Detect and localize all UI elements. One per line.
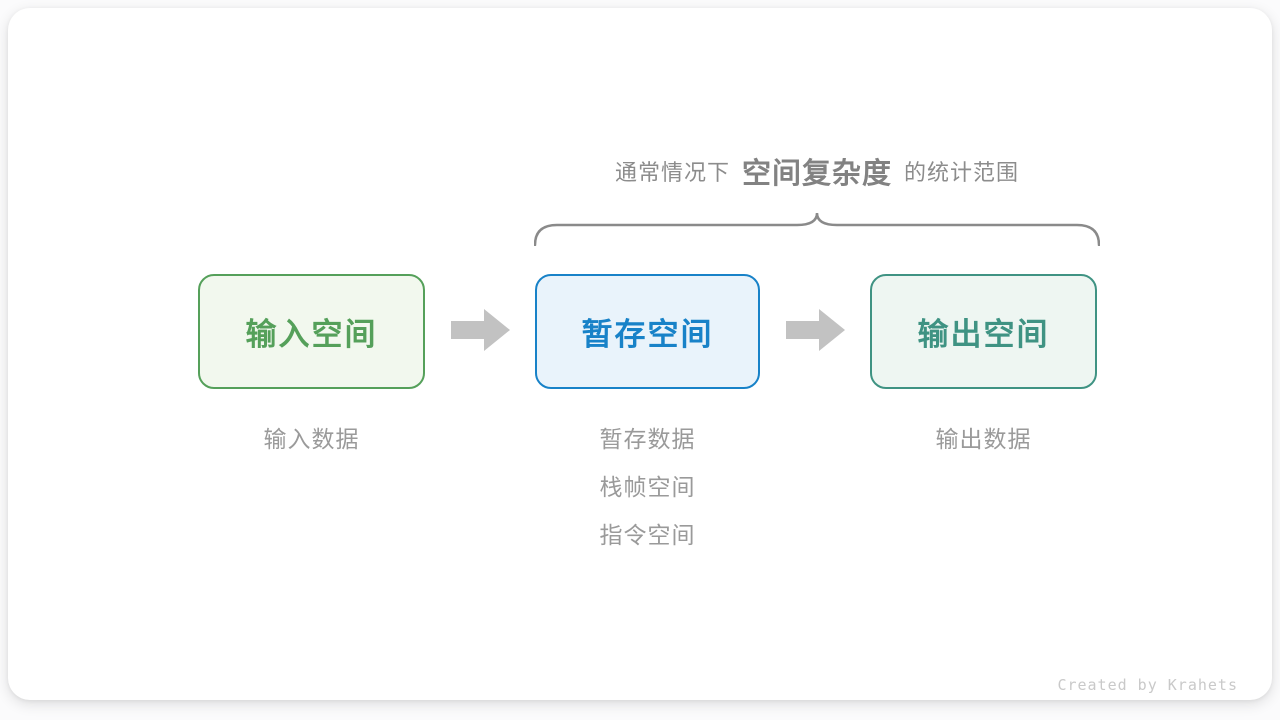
right-arrow-icon [451,309,510,351]
annotation-highlight: 空间复杂度 [741,158,892,190]
node-buffer-space-label: 暂存空间 [581,317,714,352]
note-buffer-data: 暂存数据 [599,426,696,452]
scope-annotation: 通常情况下 空间复杂度 的统计范围 [534,150,1100,192]
annotation-prefix: 通常情况下 [614,160,730,185]
notes-output-space: 输出数据 [870,427,1097,475]
diagram-card: 通常情况下 空间复杂度 的统计范围 输入空间 暂存空间 输出空间 输入数据 [8,8,1272,700]
credit-text: Created by Krahets [1057,676,1238,694]
node-input-space: 输入空间 [198,274,425,389]
notes-input-space: 输入数据 [198,427,425,475]
node-input-space-label: 输入空间 [245,317,378,352]
note-stack-frame-space: 栈帧空间 [599,474,696,500]
node-output-space-label: 输出空间 [917,317,1050,352]
node-output-space: 输出空间 [870,274,1097,389]
annotation-suffix: 的统计范围 [904,160,1020,185]
scope-brace-icon [534,212,1100,246]
notes-buffer-space: 暂存数据 栈帧空间 指令空间 [535,427,760,571]
node-buffer-space: 暂存空间 [535,274,760,389]
right-arrow-icon [786,309,845,351]
note-input-data: 输入数据 [263,426,360,452]
note-output-data: 输出数据 [935,426,1032,452]
note-instruction-space: 指令空间 [599,522,696,548]
